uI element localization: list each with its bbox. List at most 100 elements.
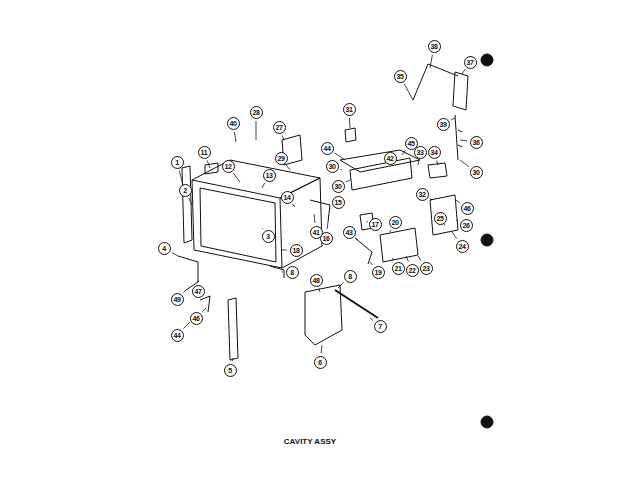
small-bracket [345,128,356,142]
callout-circle: 6 [314,356,327,369]
tab [270,266,284,278]
lever [355,238,372,264]
callout-circle: 30 [332,180,345,193]
leader-line [314,214,315,223]
leader-line [430,55,432,68]
callout-number: 11 [201,149,208,156]
callout-circle: 13 [263,169,276,182]
callout-number: 48 [312,277,319,284]
callout-circle: 12 [222,160,235,173]
callout-circle: 37 [464,56,477,69]
callout-number: 29 [277,155,284,162]
leader-line [286,165,290,170]
callout-number: 2 [183,187,187,194]
hinge-rod [335,290,378,318]
callout-number: 39 [439,121,446,128]
callout-circle: 20 [389,216,402,229]
callout-number: 49 [173,296,180,303]
callout-circle: 21 [392,262,405,275]
leader-line [460,140,467,142]
callout-number: 35 [396,73,403,80]
callout-circle: 40 [227,117,240,130]
link [310,200,330,222]
leader-line [452,232,457,239]
callout-number: 6 [318,359,322,366]
post [228,298,238,360]
callout-circle: 48 [310,274,323,287]
leader-line [327,222,329,229]
callout-number: 41 [312,229,319,236]
callout-circle: 8 [344,270,357,283]
callout-number: 30 [328,163,335,170]
clip [205,163,218,174]
callout-number: 46 [463,205,470,212]
side-bracket [182,166,192,243]
callout-number: 8 [348,273,352,280]
callout-number: 19 [374,269,381,276]
cavity-side [280,178,322,268]
leader-line [460,160,469,167]
callout-number: 25 [436,215,443,222]
callout-number: 36 [472,139,479,146]
callout-number: 14 [283,194,290,201]
callout-circle: 46 [190,312,203,325]
callout-circle: 39 [437,118,450,131]
callout-number: 43 [345,229,352,236]
callout-number: 13 [265,172,272,179]
leader-line [234,132,236,142]
leader-line [233,173,240,182]
leader-line [256,121,257,140]
leader-line [356,238,358,240]
callout-number: 4 [162,245,166,252]
callout-number: 44 [173,332,180,339]
callout-circle: 33 [414,146,427,159]
binder-hole [481,416,493,428]
leader-line [418,256,421,261]
callout-number: 1 [175,159,179,166]
caption: CAVITY ASSY [284,438,336,446]
callout-circle: 11 [198,146,211,159]
leader-line [395,165,396,166]
leader-line [172,252,178,256]
callout-number: 12 [224,163,231,170]
cavity-opening [200,188,276,262]
leader-line [189,198,192,205]
leader-line [346,180,350,182]
leader-line [437,161,438,165]
callout-number: 21 [394,265,401,272]
leader-line [319,289,320,292]
leader-line [340,169,342,171]
binder-hole [481,54,493,66]
callout-circle: 23 [420,262,433,275]
callout-circle: 17 [369,218,382,231]
callout-circle: 27 [273,121,286,134]
leader-line [370,318,373,320]
callout-circle: 14 [281,191,294,204]
leader-line [418,161,420,165]
leader-line [198,280,199,282]
cavity-front [192,180,282,268]
callout-number: 38 [430,43,437,50]
callout-circle: 24 [456,240,469,253]
leader-line [321,345,323,353]
leader-line [282,272,283,273]
callout-circle: 25 [434,212,447,225]
callout-circle: 42 [384,152,397,165]
callout-number: 23 [422,265,429,272]
callout-number: 42 [386,155,393,162]
rear-panel-face [350,158,412,190]
callout-number: 33 [416,149,423,156]
leader-line [183,322,190,329]
callout-circle: 30 [470,166,483,179]
callout-number: 32 [418,191,425,198]
rod [413,64,458,100]
callout-circle: 1 [171,156,184,169]
callout-circle: 8 [286,266,299,279]
callout-circle: 44 [171,329,184,342]
leader-line [338,282,344,288]
callout-number: 22 [408,267,415,274]
leader-line [404,84,413,100]
callout-number: 17 [371,221,378,228]
leader-line [207,160,210,168]
rear-panel [340,150,420,172]
